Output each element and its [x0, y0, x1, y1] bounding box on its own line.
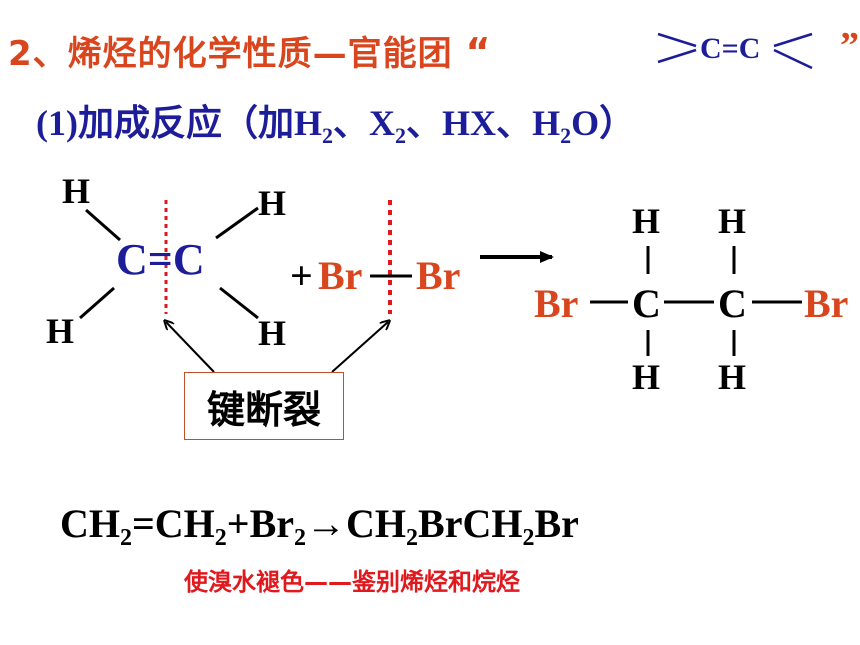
product-c2: C	[718, 281, 747, 326]
ethylene-bonds	[79, 206, 259, 320]
eq-part: +Br	[226, 501, 295, 546]
product-bonds	[590, 246, 802, 356]
product-c1: C	[632, 281, 661, 326]
ethylene-h-top-left: H	[62, 171, 91, 211]
product-br-left: Br	[534, 281, 579, 326]
product-br-right: Br	[804, 281, 849, 326]
product-h-bottom-2: H	[718, 357, 747, 397]
eq-part: CH	[60, 501, 120, 546]
subtitle: (1)加成反应（加H2、X2、HX、H2O）	[36, 94, 635, 149]
ethylene-carbon-left: C	[116, 235, 148, 284]
reagent-x2: X	[369, 103, 396, 143]
functional-group-bonds	[657, 32, 813, 70]
separator: 、	[496, 103, 533, 144]
subtitle-number: (1)	[36, 103, 78, 143]
open-quote: “	[465, 30, 492, 74]
ethylene-carbon-group: C=C	[116, 234, 205, 285]
ethylene-h-bottom-right: H	[258, 313, 287, 353]
ethylene-carbon-right: C	[172, 235, 205, 284]
reagent-hx: HX	[442, 103, 497, 143]
bromine-water-note: 使溴水褪色——鉴别烯烃和烷烃	[184, 568, 520, 596]
eq-part: Br	[534, 501, 579, 546]
bond-break-label: 键断裂	[184, 372, 344, 440]
close-quote: ”	[840, 25, 859, 67]
pointer-arrow-right	[331, 322, 388, 373]
separator: 、	[406, 103, 443, 144]
eq-part: BrCH	[418, 501, 523, 546]
pointer-arrow-left	[166, 322, 215, 373]
ethylene-double-bond: =	[147, 235, 173, 284]
reagent-h2o-sub: 2	[560, 123, 572, 148]
eq-sub: 2	[294, 525, 307, 551]
product-h-top-2: H	[718, 201, 747, 241]
plus-sign: +	[290, 253, 313, 298]
reagent-x2-sub: 2	[395, 123, 407, 148]
reagent-h2: H	[294, 103, 323, 143]
eq-sub: 2	[406, 525, 419, 551]
ethylene-h-top-right: H	[258, 183, 287, 223]
subtitle-close-paren: ）	[599, 103, 636, 144]
reagent-h2o-o: O	[571, 103, 600, 143]
reagent-h2o: H	[532, 103, 561, 143]
slide-title: 2、烯烃的化学性质—官能团 “	[8, 26, 492, 75]
title-text: 2、烯烃的化学性质—官能团	[8, 34, 453, 74]
eq-sub: 2	[522, 525, 535, 551]
product-h-bottom-1: H	[632, 357, 661, 397]
eq-part: →CH	[306, 501, 407, 546]
reaction-equation: CH2=CH2+Br2→CH2BrCH2Br	[60, 500, 579, 552]
eq-sub: 2	[120, 525, 132, 551]
product-h-top-1: H	[632, 201, 661, 241]
separator: 、	[333, 103, 370, 144]
eq-sub: 2	[214, 525, 227, 551]
ethylene-h-bottom-left: H	[46, 311, 75, 351]
bromine-right: Br	[416, 253, 461, 298]
reagent-h2-sub: 2	[322, 123, 334, 148]
subtitle-text: 加成反应（加	[77, 103, 294, 144]
bromine-left: Br	[318, 253, 363, 298]
functional-group-label: C=C	[700, 32, 761, 65]
eq-part: =CH	[132, 501, 215, 546]
